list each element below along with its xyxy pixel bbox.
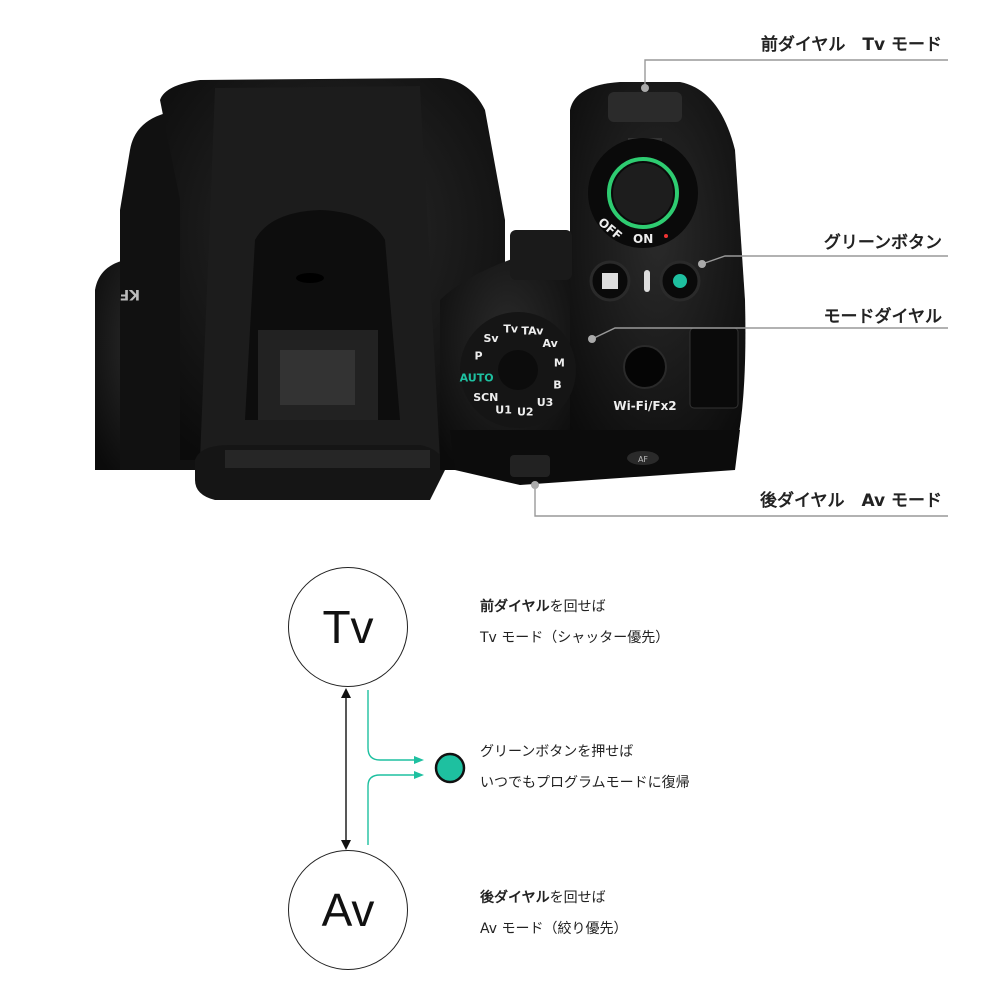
wifi-fx2-label: Wi-Fi/Fx2	[613, 399, 676, 413]
mode-dial-label: SCN	[473, 391, 498, 404]
mode-dial-label: Tv	[503, 323, 519, 336]
exposure-comp-icon	[602, 273, 618, 289]
green-return-arrows	[367, 690, 418, 845]
green-button[interactable]	[659, 260, 701, 302]
mode-dial-label: B	[553, 378, 561, 391]
leader-dots	[531, 84, 706, 489]
mode-dial-label: M	[554, 357, 565, 370]
green-description: グリーンボタンを押せば いつでもプログラムモードに復帰	[480, 737, 690, 799]
mode-dial-label: TAv	[521, 325, 544, 338]
av-desc-line2: Av モード（絞り優先）	[480, 921, 628, 937]
record-dot-icon	[664, 234, 668, 238]
shutter-button[interactable]	[613, 163, 673, 223]
arrowheads	[414, 756, 424, 779]
mode-dial-label: U3	[537, 396, 554, 409]
mode-dial-label: Av	[543, 337, 559, 350]
mode-dial-label: U1	[495, 404, 512, 417]
front-dial[interactable]	[608, 92, 682, 122]
callout-front-dial: 前ダイヤル Tv モード	[760, 35, 942, 55]
af-label: AF	[638, 455, 648, 464]
mode-dial-label: P	[474, 350, 482, 363]
mode-dial-label: Sv	[483, 332, 499, 345]
av-mode-circle: Av	[288, 850, 408, 970]
callout-mode-dial: モードダイヤル	[823, 307, 943, 327]
power-switch[interactable]: OFF ON	[588, 138, 698, 248]
green-desc-line2: いつでもプログラムモードに復帰	[480, 775, 690, 791]
tv-mode-circle: Tv	[288, 567, 408, 687]
power-on-label: ON	[633, 232, 653, 246]
tv-description: 前ダイヤルを回せば Tv モード（シャッター優先）	[480, 592, 669, 654]
mode-dial-label: U2	[517, 405, 534, 418]
rear-dial[interactable]	[510, 455, 550, 477]
av-desc-bold: 後ダイヤル	[480, 890, 550, 906]
leader-lines	[534, 59, 948, 517]
green-desc-line1: グリーンボタンを押せば	[480, 744, 634, 760]
green-button-icon	[434, 752, 466, 784]
mode-dial-label: AUTO	[460, 371, 494, 384]
av-description: 後ダイヤルを回せば Av モード（絞り優先）	[480, 883, 628, 945]
shutter-ring-icon	[607, 157, 679, 229]
wifi-fx2-button[interactable]	[623, 345, 667, 389]
af-button[interactable]	[627, 451, 659, 465]
tv-av-double-arrow	[341, 688, 351, 850]
tv-desc-rest: を回せば	[549, 599, 606, 615]
callout-green-button: グリーンボタン	[823, 233, 942, 253]
tv-desc-line2: Tv モード（シャッター優先）	[480, 630, 670, 646]
model-label: KF	[120, 286, 140, 302]
tv-desc-bold: 前ダイヤル	[480, 599, 550, 615]
callout-rear-dial: 後ダイヤル Av モード	[759, 491, 942, 511]
indicator-lamp	[644, 270, 650, 292]
av-desc-rest: を回せば	[549, 890, 606, 906]
exposure-comp-button[interactable]	[589, 260, 631, 302]
